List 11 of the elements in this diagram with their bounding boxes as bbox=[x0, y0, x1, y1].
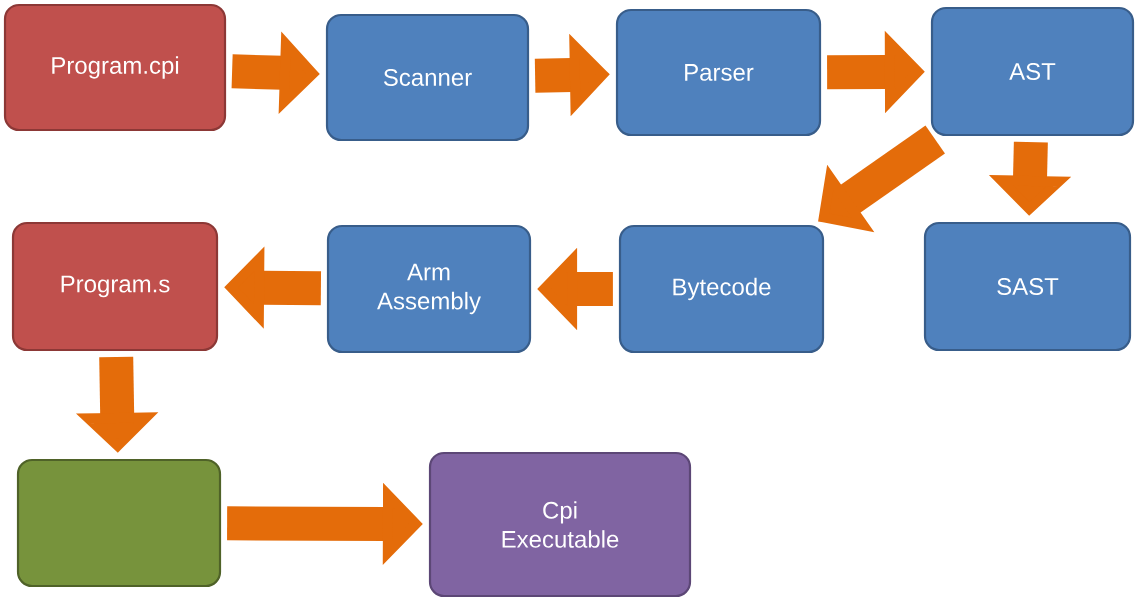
arrow bbox=[818, 125, 945, 233]
process-box: Arm Assembly bbox=[326, 224, 532, 354]
process-box: AST bbox=[930, 6, 1135, 137]
process-box: Cpi Executable bbox=[428, 451, 692, 598]
process-box: Bytecode bbox=[618, 224, 825, 354]
process-box: Program.cpi bbox=[3, 3, 227, 132]
process-box: Program.s bbox=[11, 221, 219, 352]
process-box: Parser bbox=[615, 8, 822, 137]
empty-box bbox=[16, 458, 222, 588]
process-box: Scanner bbox=[325, 13, 530, 142]
process-box: SAST bbox=[923, 221, 1132, 352]
